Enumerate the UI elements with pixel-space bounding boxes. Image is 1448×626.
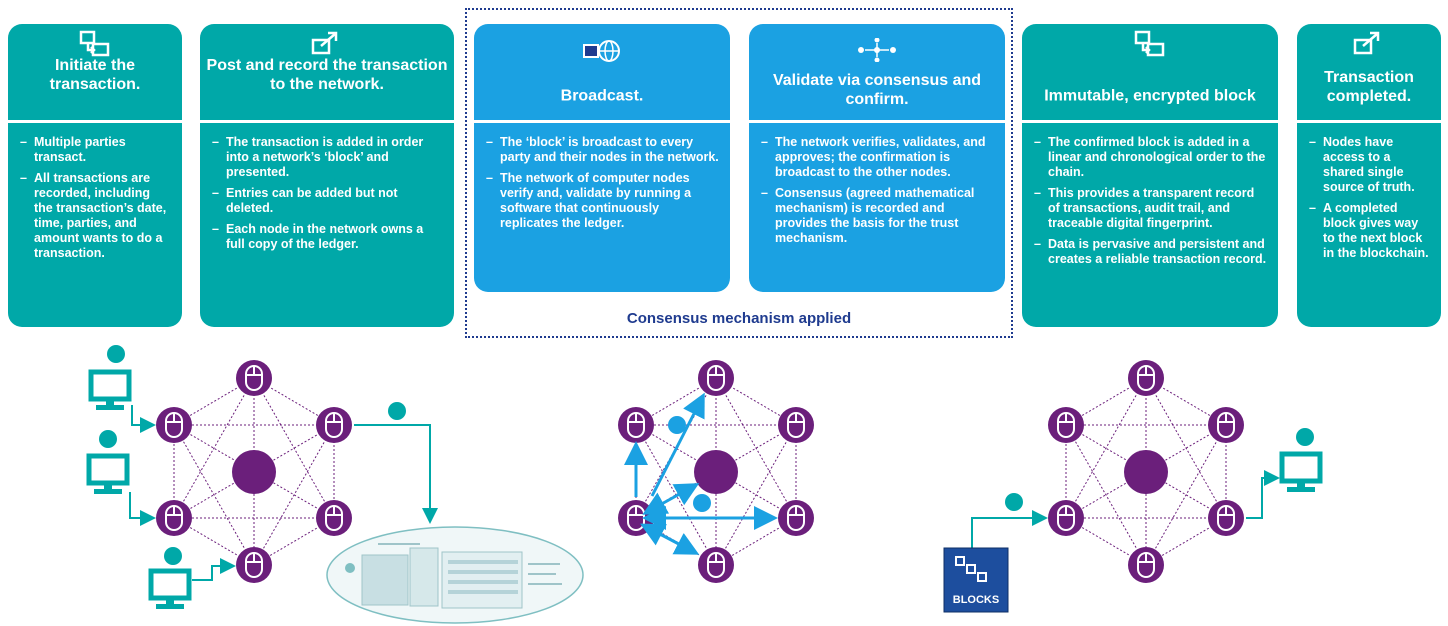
step-bullet: Data is pervasive and persistent and cre…	[1034, 237, 1268, 267]
step-bullet: Nodes have access to a shared single sou…	[1309, 135, 1431, 195]
step-card-body: The network verifies, validates, and app…	[749, 123, 1005, 292]
step-card-header: Immutable, encrypted block	[1022, 24, 1278, 120]
screen-arrow-icon	[1022, 30, 1278, 60]
step-card-header: Post and record the transaction to the n…	[200, 24, 454, 120]
network-diagram-2	[617, 359, 815, 584]
step-card-immutable: Immutable, encrypted block The confirmed…	[1022, 24, 1278, 327]
step-title: Initiate the transaction.	[49, 57, 141, 93]
step-card-header: Transaction completed.	[1297, 24, 1441, 120]
step-card-completed: Transaction completed. Nodes have access…	[1297, 24, 1441, 327]
ledger-illustration	[326, 526, 584, 624]
network-nodes-icon	[749, 38, 1005, 68]
consensus-label: Consensus mechanism applied	[626, 310, 852, 327]
step-card-body: Multiple parties transact. All transacti…	[8, 123, 182, 327]
step-card-body: Nodes have access to a shared single sou…	[1297, 123, 1441, 327]
step-title: Broadcast.	[560, 87, 644, 105]
consensus-frame	[465, 8, 1013, 338]
step-card-header: Validate via consensus and confirm.	[749, 24, 1005, 120]
step-card-broadcast: Broadcast. The ‘block’ is broadcast to e…	[474, 24, 730, 292]
step-bullet: The confirmed block is added in a linear…	[1034, 135, 1268, 180]
step-bullet: Each node in the network owns a full cop…	[212, 222, 444, 252]
step-title: Immutable, encrypted block	[1044, 87, 1256, 105]
network-hub	[1124, 450, 1168, 494]
step-card-body: The confirmed block is added in a linear…	[1022, 123, 1278, 327]
network-hub	[232, 450, 276, 494]
step-title: Transaction completed.	[1324, 69, 1414, 105]
step-bullet: A completed block gives way to the next …	[1309, 201, 1431, 261]
step-card-body: The ‘block’ is broadcast to every party …	[474, 123, 730, 292]
step-bullet: The ‘block’ is broadcast to every party …	[486, 135, 720, 165]
step-bullet: Entries can be added but not deleted.	[212, 186, 444, 216]
step-bullet: Multiple parties transact.	[20, 135, 172, 165]
step-card-post: Post and record the transaction to the n…	[200, 24, 454, 327]
globe-icon	[474, 38, 730, 68]
step-title: Validate via consensus and confirm.	[772, 72, 982, 108]
screen-out-arrow-icon	[1297, 30, 1441, 60]
screen-arrow-icon	[8, 30, 182, 60]
step-bullet: The transaction is added in order into a…	[212, 135, 444, 180]
step-bullet: The network verifies, validates, and app…	[761, 135, 995, 180]
step-bullet: This provides a transparent record of tr…	[1034, 186, 1268, 231]
step-card-validate: Validate via consensus and confirm. The …	[749, 24, 1005, 292]
step-card-header: Broadcast.	[474, 24, 730, 120]
step-card-header: Initiate the transaction.	[8, 24, 182, 120]
blocks-badge: BLOCKS	[943, 547, 1009, 613]
network-hub	[694, 450, 738, 494]
network-diagram-3: BLOCKS	[943, 359, 1320, 613]
network-diagram-1	[89, 345, 584, 624]
blocks-label: BLOCKS	[953, 594, 999, 606]
step-bullet: The network of computer nodes verify and…	[486, 171, 720, 231]
step-bullet: Consensus (agreed mathematical mechanism…	[761, 186, 995, 246]
step-card-body: The transaction is added in order into a…	[200, 123, 454, 327]
step-title: Post and record the transaction to the n…	[206, 57, 448, 93]
screen-out-arrow-icon	[200, 30, 454, 60]
step-card-initiate: Initiate the transaction. Multiple parti…	[8, 24, 182, 327]
step-bullet: All transactions are recorded, including…	[20, 171, 172, 261]
